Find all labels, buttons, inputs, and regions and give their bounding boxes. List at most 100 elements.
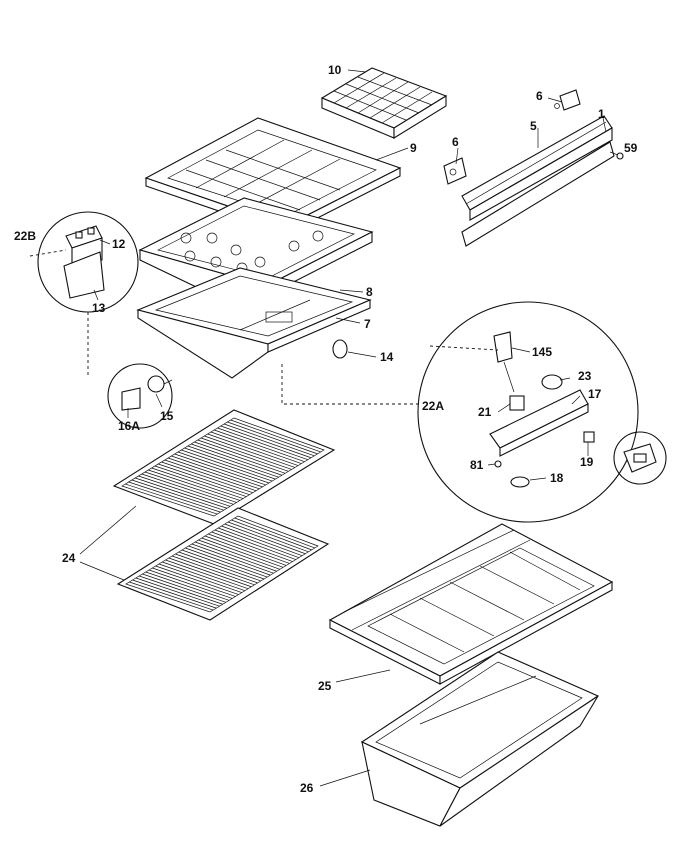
shelf-wire xyxy=(188,545,271,576)
shelf-wire xyxy=(164,459,257,492)
shelf-wire xyxy=(217,427,308,461)
shelf-wire xyxy=(148,569,233,599)
shelf-wire xyxy=(200,437,292,470)
part-labels: 10 6 1 5 59 6 9 22B 12 13 8 7 14 15 16A … xyxy=(14,63,638,795)
label-22a: 22A xyxy=(422,399,444,413)
shelf-wire xyxy=(210,431,302,464)
shelf-wire xyxy=(194,441,286,474)
leader-lines xyxy=(79,69,619,787)
freezer-shelf-upper xyxy=(144,117,402,235)
shelf-wire xyxy=(141,473,234,505)
switch-detail xyxy=(613,431,667,485)
shelf-wire xyxy=(204,535,287,566)
shelf-wire xyxy=(214,529,296,560)
light-bulb-detail xyxy=(107,363,173,429)
shelf-wire xyxy=(178,551,261,582)
shelf-wire xyxy=(155,565,239,595)
label-8: 8 xyxy=(366,285,373,299)
shelf-wire xyxy=(152,567,236,597)
shelf-wire xyxy=(154,465,247,497)
screw xyxy=(616,152,624,160)
shelf-wire xyxy=(208,533,290,564)
label-145: 145 xyxy=(532,345,552,359)
shelf-wire xyxy=(144,471,237,503)
shelf-wire xyxy=(165,559,249,590)
shelf-wire xyxy=(218,527,300,558)
shelf-wire xyxy=(224,423,315,457)
shelf-wire xyxy=(181,549,265,580)
shelf-wire xyxy=(162,561,246,591)
shelf-wire xyxy=(195,541,277,572)
label-18: 18 xyxy=(550,471,564,485)
shelf-wire xyxy=(132,579,217,609)
ice-cube-tray xyxy=(320,67,448,139)
shelf-wire xyxy=(135,477,228,509)
shelf-frame xyxy=(136,267,372,379)
label-12: 12 xyxy=(112,237,126,251)
crisper-cover xyxy=(328,523,614,685)
label-59: 59 xyxy=(624,141,638,155)
shelf-wire xyxy=(185,547,268,578)
control-bracket xyxy=(554,89,581,111)
shelf-wire xyxy=(168,557,252,588)
label-9: 9 xyxy=(410,141,417,155)
label-10: 10 xyxy=(328,63,342,77)
shelf-wire xyxy=(224,523,306,555)
shelf-wire xyxy=(220,425,312,459)
shelf-wire xyxy=(214,429,305,462)
shelf-wire xyxy=(125,483,218,515)
shelf-wire xyxy=(177,451,270,484)
shelf-wire xyxy=(201,537,284,568)
label-6-lower: 6 xyxy=(452,135,459,149)
shelf-wire xyxy=(175,553,258,584)
shelf-wire xyxy=(158,563,242,593)
label-25: 25 xyxy=(318,679,332,693)
shelf-wire xyxy=(148,469,240,501)
label-81: 81 xyxy=(470,458,484,472)
shelf-wire xyxy=(158,463,250,495)
control-panel-bar xyxy=(461,115,615,247)
label-16a: 16A xyxy=(118,419,140,433)
shelf-wire xyxy=(234,517,315,549)
label-13: 13 xyxy=(92,301,106,315)
label-19: 19 xyxy=(580,455,594,469)
shelf-wire xyxy=(142,573,226,603)
shelf-wire xyxy=(151,467,244,499)
label-1: 1 xyxy=(598,107,605,121)
shelf-wire xyxy=(230,419,321,453)
shelf-wire xyxy=(198,539,281,570)
light-socket xyxy=(332,339,348,359)
shelf-wire xyxy=(174,453,266,486)
shelf-wire xyxy=(221,525,303,557)
shelf-wire xyxy=(138,475,231,507)
shelf-wire xyxy=(204,435,295,468)
shelf-wire xyxy=(172,555,255,586)
shelf-wire xyxy=(139,575,223,605)
wire-shelf-lower xyxy=(116,507,330,621)
shelf-wire xyxy=(227,421,318,455)
shelf-wire xyxy=(135,577,220,607)
label-22b: 22B xyxy=(14,229,36,243)
shelf-wire xyxy=(207,433,299,466)
label-7: 7 xyxy=(364,317,371,331)
shelf-wire xyxy=(171,455,263,488)
shelf-wire xyxy=(231,519,312,551)
detail-circle-left xyxy=(29,211,139,378)
shelf-wire xyxy=(181,449,273,482)
label-5: 5 xyxy=(530,119,537,133)
shelf-wire xyxy=(227,521,309,553)
dashed-leader xyxy=(281,364,420,405)
shelf-wire xyxy=(145,571,230,601)
shelf-wire xyxy=(128,481,221,513)
detail-circle-right xyxy=(417,301,639,523)
label-15: 15 xyxy=(160,409,174,423)
shelf-wire xyxy=(187,445,279,478)
shelf-wire xyxy=(129,581,214,611)
label-6-upper: 6 xyxy=(536,89,543,103)
shelf-wire xyxy=(211,531,293,562)
shelf-wire xyxy=(184,447,276,480)
label-26: 26 xyxy=(300,781,314,795)
label-21: 21 xyxy=(478,405,492,419)
